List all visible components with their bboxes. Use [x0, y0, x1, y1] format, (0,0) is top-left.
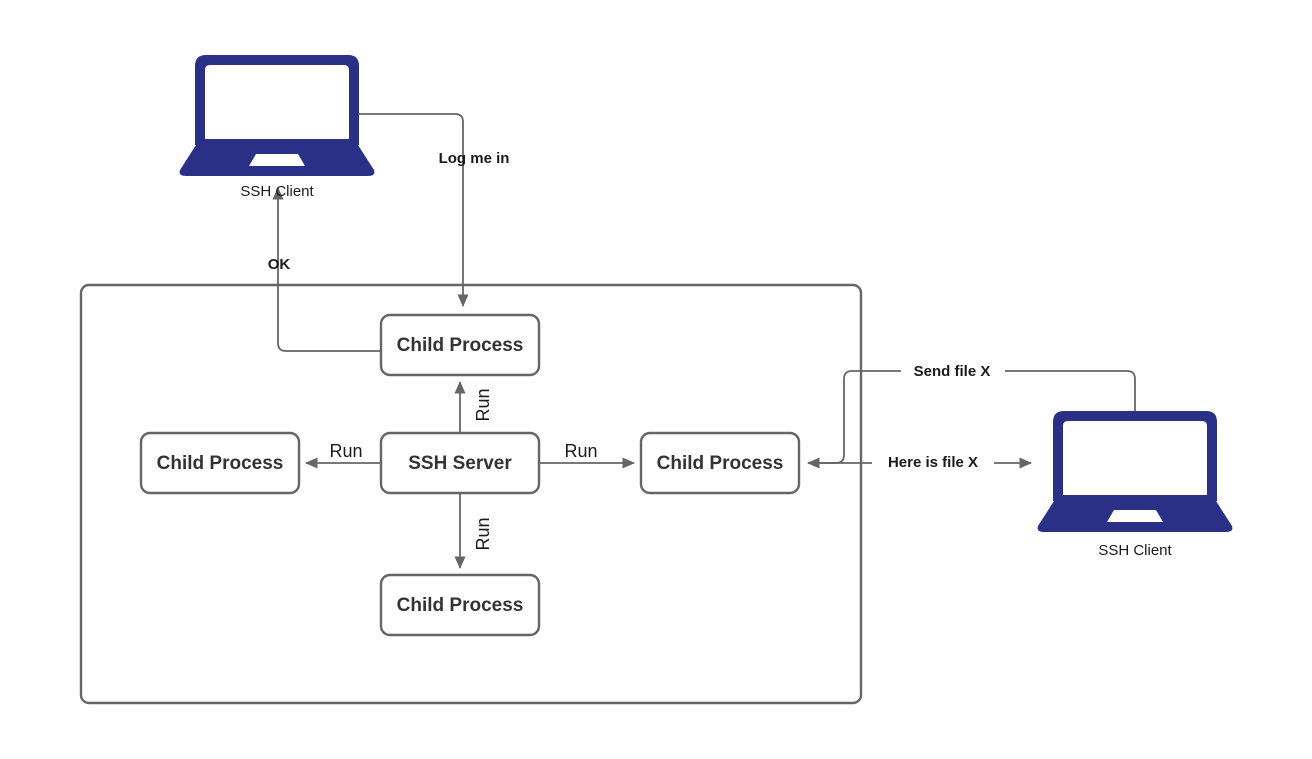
edge-label-run-down: Run [473, 517, 493, 550]
edge-label-ok: OK [268, 256, 291, 273]
edge-run-up: Run [454, 380, 493, 433]
node-child-process-bottom[interactable]: Child Process [379, 573, 541, 637]
edge-log-me-in: Log me in [358, 113, 510, 308]
label-backdrop-send-file-x [901, 362, 1005, 380]
laptop-icon [179, 55, 375, 176]
edge-label-send-file-x-text: Send file X [914, 363, 991, 380]
ssh-server-host-boundary [79, 283, 863, 705]
node-child-process-left[interactable]: Child Process [139, 431, 301, 495]
edge-run-down: Run [454, 493, 493, 570]
edge-label-run-up: Run [473, 388, 493, 421]
child-process-right-box[interactable] [639, 431, 801, 495]
child-process-top-label: Child Process [397, 335, 524, 356]
ssh-client-top-label: SSH Client [240, 183, 314, 200]
node-child-process-top[interactable]: Child Process [379, 313, 541, 377]
edge-label-log-me-in: Log me in [439, 150, 510, 167]
edge-run-left: Run [304, 441, 381, 469]
edge-label-run-right: Run [564, 441, 597, 461]
node-ssh-server[interactable]: SSH Server [379, 431, 541, 495]
device-ssh-client-top[interactable]: SSH Client [179, 55, 375, 200]
edge-here-is-file-x: Here is file X [806, 454, 1033, 472]
edge-label-run-left: Run [329, 441, 362, 461]
child-process-bottom-label: Child Process [397, 595, 524, 616]
edge-label-here-is-file-x: Here is file X [888, 454, 978, 471]
edge-run-right: Run [539, 441, 636, 469]
node-child-process-right[interactable]: Child Process [639, 431, 801, 495]
child-process-right-label: Child Process [657, 453, 784, 474]
ssh-server-label: SSH Server [408, 453, 512, 474]
ssh-server-box[interactable] [379, 431, 541, 495]
laptop-icon [1037, 411, 1233, 532]
child-process-bottom-box[interactable] [379, 573, 541, 637]
child-process-left-label: Child Process [157, 453, 284, 474]
ssh-client-right-label: SSH Client [1098, 542, 1172, 559]
child-process-left-box[interactable] [139, 431, 301, 495]
edge-ok: OK [268, 186, 381, 352]
child-process-top-box[interactable] [379, 313, 541, 377]
label-backdrop-here-is-file-x [872, 454, 994, 472]
device-ssh-client-right[interactable]: SSH Client [1037, 411, 1233, 559]
